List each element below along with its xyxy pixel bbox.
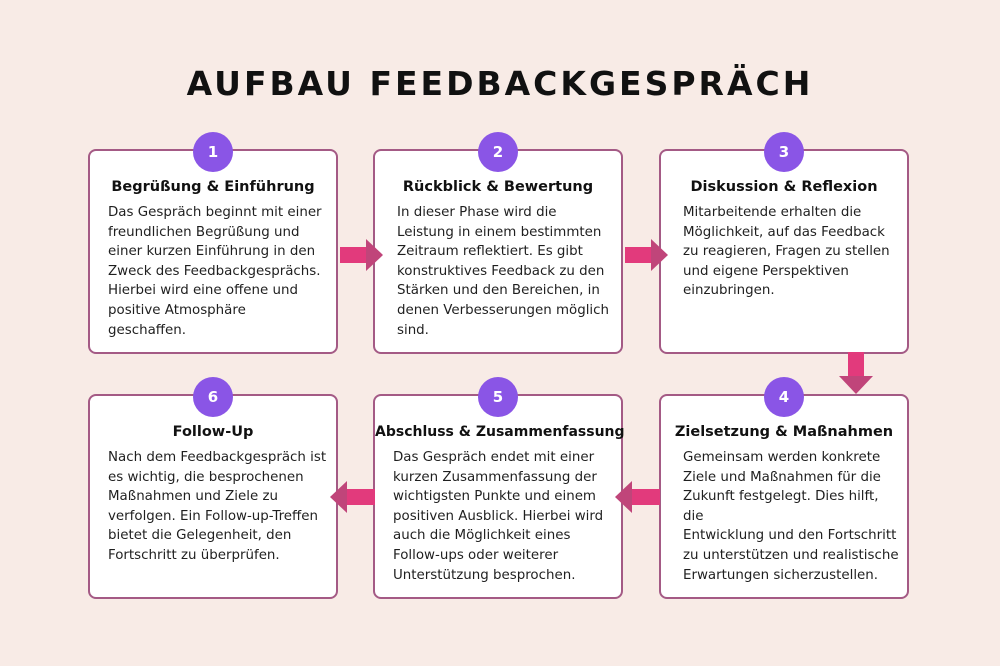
arrow-left-icon [330,481,375,513]
step-card-3: 3 Diskussion & Reflexion Mitarbeitende e… [659,132,909,354]
step-description: Das Gespräch beginnt mit einer freundlic… [108,205,322,338]
step-description: Mitarbeitende erhalten die Möglichkeit, … [683,205,890,299]
step-card-1: 1 Begrüßung & Einführung Das Gespräch be… [88,132,338,354]
step-title: Begrüßung & Einführung [111,179,315,195]
step-title: Rückblick & Bewertung [402,179,594,195]
step-number-badge: 5 [478,377,518,417]
step-number-badge: 3 [764,132,804,172]
step-card-5: 5 Abschluss & Zusammenfassung Das Gesprä… [373,377,625,599]
diagram-title: AUFBAU FEEDBACKGESPRÄCH [186,64,814,103]
arrow-right-icon [340,239,383,271]
step-number-badge: 2 [478,132,518,172]
arrow-down-icon [839,352,873,394]
step-description: Nach dem Feedbackgespräch ist es wichtig… [108,450,327,563]
arrow-left-icon [615,481,660,513]
arrow-right-icon [625,239,668,271]
step-card-6: 6 Follow-Up Nach dem Feedbackgespräch is… [88,377,338,599]
step-title: Zielsetzung & Maßnahmen [674,424,894,440]
step-title: Follow-Up [172,424,254,440]
step-title: Diskussion & Reflexion [690,179,878,195]
step-description: In dieser Phase wird die Leistung in ein… [397,205,609,338]
step-number-badge: 4 [764,377,804,417]
step-number-badge: 6 [193,377,233,417]
step-card-4: 4 Zielsetzung & Maßnahmen Gemeinsam werd… [659,377,909,599]
step-number-badge: 1 [193,132,233,172]
step-description: Das Gespräch endet mit einer kurzen Zusa… [393,450,604,583]
step-card-2: 2 Rückblick & Bewertung In dieser Phase … [373,132,623,354]
step-title: Abschluss & Zusammenfassung [375,424,625,440]
step-description: Gemeinsam werden konkrete Ziele und Maßn… [683,450,899,583]
